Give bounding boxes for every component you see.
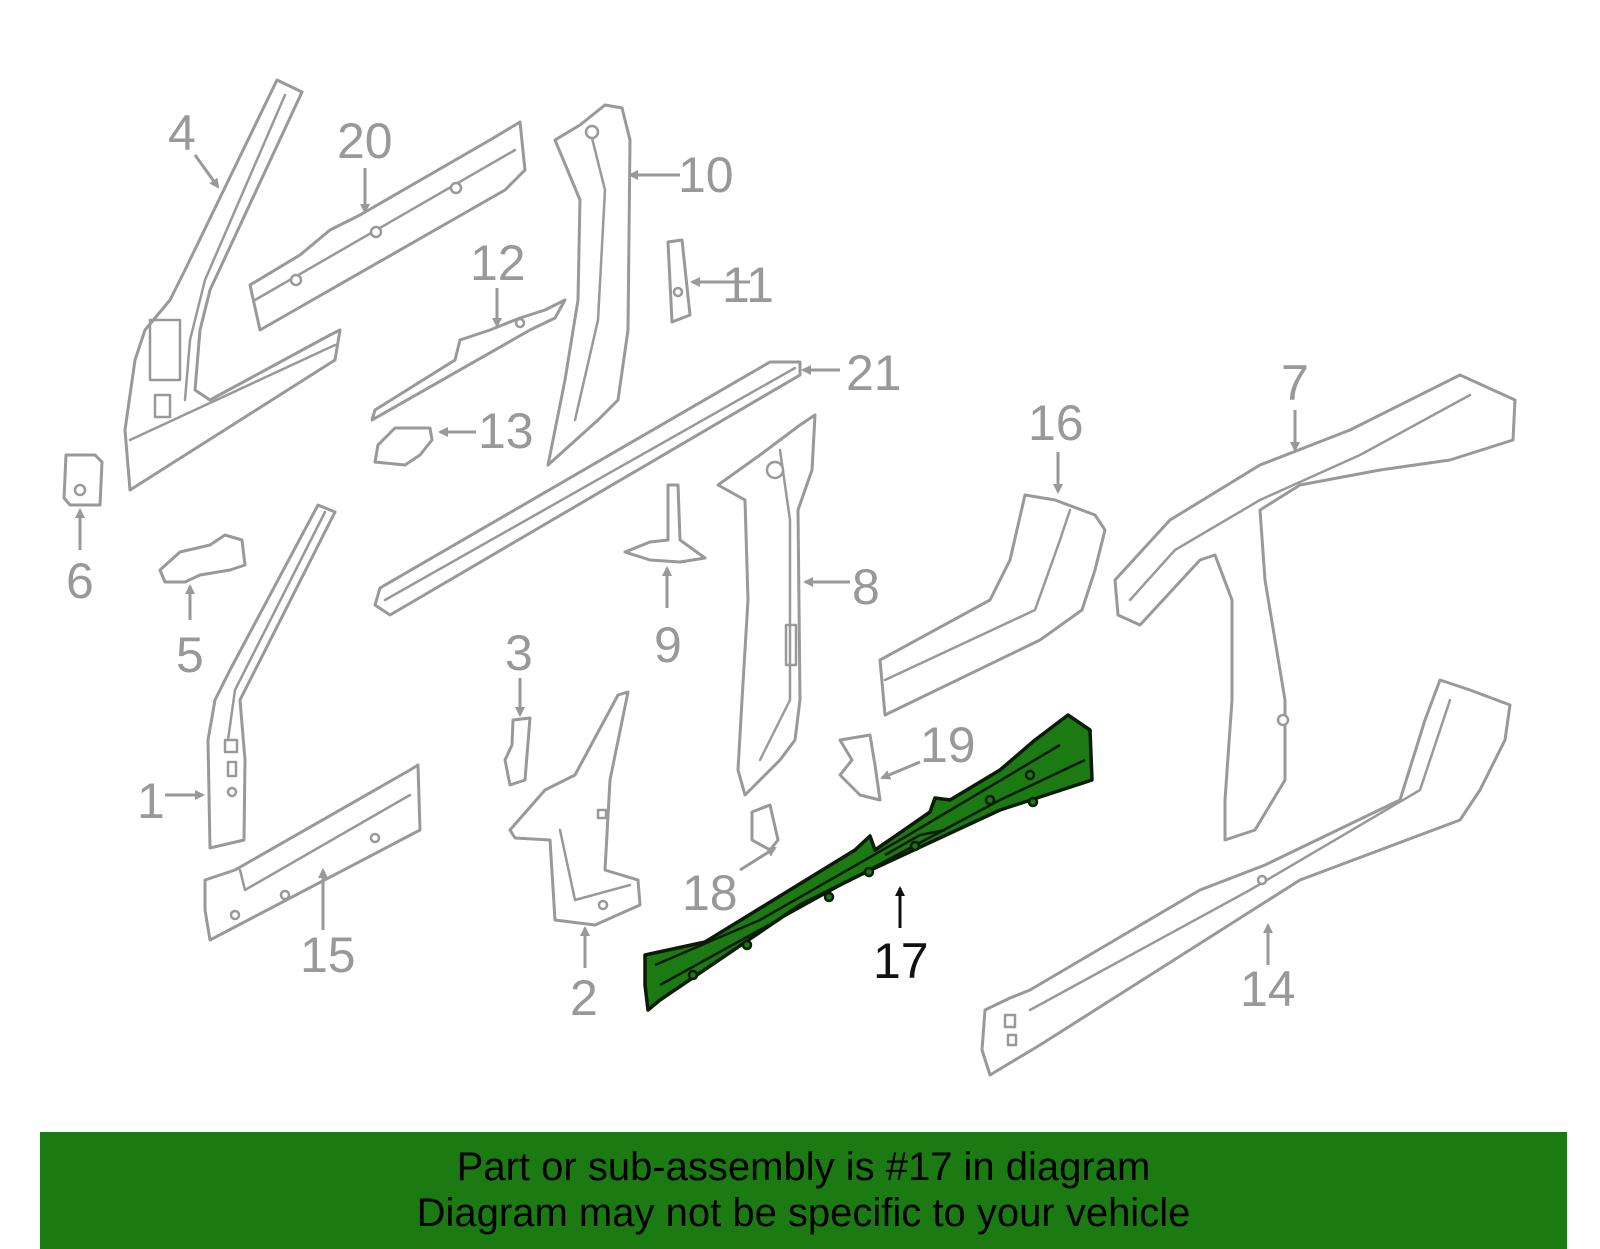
callout-1: 1 <box>137 773 165 829</box>
info-banner: Part or sub-assembly is #17 in diagram D… <box>40 1132 1567 1249</box>
part-17-rocker-inner-highlighted[interactable] <box>643 713 1094 1012</box>
callout-18: 18 <box>682 865 738 921</box>
callout-15: 15 <box>300 927 356 983</box>
part-5-bracket[interactable] <box>158 533 247 584</box>
callout-7: 7 <box>1281 355 1309 411</box>
callout-21: 21 <box>846 345 902 401</box>
part-16-rear-quarter[interactable] <box>878 493 1107 717</box>
callout-19: 19 <box>920 717 976 773</box>
part-15-rocker-front[interactable] <box>203 763 422 942</box>
callout-5: 5 <box>176 627 204 683</box>
callout-10: 10 <box>678 147 734 203</box>
callout-6: 6 <box>66 553 94 609</box>
part-4-a-pillar[interactable] <box>123 78 342 492</box>
callout-4: 4 <box>168 105 196 161</box>
callout-12: 12 <box>470 235 526 291</box>
part-13-bracket[interactable] <box>373 426 434 467</box>
callout-17: 17 <box>873 933 929 989</box>
part-8-b-pillar[interactable] <box>716 413 817 797</box>
callout-8: 8 <box>852 559 880 615</box>
callout-16: 16 <box>1028 395 1084 451</box>
part-9-bracket[interactable] <box>623 483 707 564</box>
part-10-pillar[interactable] <box>546 103 632 467</box>
callout-labels: 4 20 10 11 12 21 13 6 5 9 8 7 16 3 1 19 … <box>66 105 1309 1026</box>
banner-line-2: Diagram may not be specific to your vehi… <box>416 1191 1191 1235</box>
part-14-rocker-outer[interactable] <box>980 678 1512 1077</box>
part-21-rail[interactable] <box>373 360 802 617</box>
callout-11: 11 <box>722 257 774 313</box>
part-20-inner-rail[interactable] <box>248 120 527 332</box>
part-2-pillar-base[interactable] <box>508 690 642 927</box>
part-7-body-side[interactable] <box>1113 373 1517 842</box>
part-1-pillar[interactable] <box>206 503 337 850</box>
leader-lines <box>75 154 1300 968</box>
callout-20: 20 <box>337 113 393 169</box>
part-3-bracket[interactable] <box>503 716 532 787</box>
parts-diagram: 4 20 10 11 12 21 13 6 5 9 8 7 16 3 1 19 … <box>62 78 1517 1077</box>
callout-2: 2 <box>570 970 598 1026</box>
callout-9: 9 <box>654 617 682 673</box>
callout-14: 14 <box>1240 961 1296 1017</box>
banner-line-1: Part or sub-assembly is #17 in diagram <box>456 1145 1151 1189</box>
part-18-clip[interactable] <box>750 803 780 852</box>
callout-3: 3 <box>505 625 533 681</box>
part-11-plate[interactable] <box>666 238 692 324</box>
part-19-bracket[interactable] <box>838 733 882 802</box>
callout-13: 13 <box>478 403 534 459</box>
part-12-reinforcement[interactable] <box>370 298 567 422</box>
part-6-bracket[interactable] <box>62 453 104 507</box>
